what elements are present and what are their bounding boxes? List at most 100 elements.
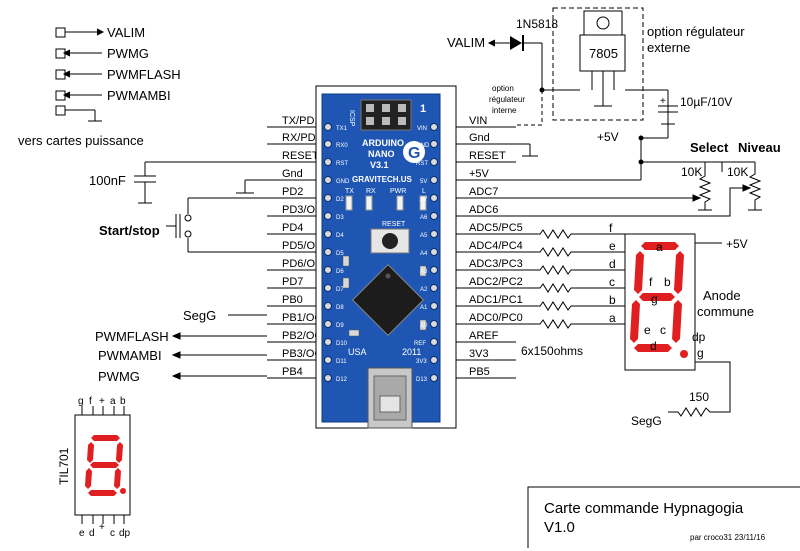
segg-right-label: SegG [631, 414, 662, 428]
led-label: L [422, 188, 426, 195]
start-stop-label: Start/stop [99, 223, 160, 238]
internal-regulator-line1: option [492, 84, 514, 93]
svg-text:D8: D8 [336, 305, 344, 311]
svg-text:D6: D6 [336, 269, 344, 275]
svg-text:A0: A0 [420, 323, 428, 329]
inner-seg-d: d [650, 339, 657, 353]
pin-label-left: PB4 [282, 366, 303, 378]
resistors-label: 6x150ohms [521, 344, 583, 358]
svg-text:A3: A3 [420, 269, 428, 275]
pin-pads [324, 123, 438, 382]
power-wiring [487, 39, 756, 181]
svg-text:D3: D3 [336, 215, 344, 221]
seven-segment-display: a f b g e c d dp g [624, 233, 706, 371]
diode-label: 1N5818 [516, 17, 558, 31]
capacitor-label: 10µF/10V [680, 95, 732, 109]
til-top-pin: g [78, 396, 84, 407]
svg-text:D13: D13 [416, 377, 428, 383]
svg-text:5V: 5V [420, 179, 427, 185]
segment-letter: b [609, 293, 616, 307]
dp-label: dp [692, 330, 706, 344]
icsp-pin1-label: 1 [420, 103, 426, 115]
board-footer-right: 2011 [402, 347, 421, 357]
left-pin-wires [267, 126, 322, 379]
pin-label-right: 3V3 [469, 348, 489, 360]
connector-pwmambi [55, 90, 66, 101]
board-line1: ARDUINO [362, 138, 404, 148]
display-5v-label: +5V [726, 237, 748, 251]
pin-label-right: ADC1/PC1 [469, 294, 523, 306]
svg-text:D10: D10 [336, 341, 348, 347]
capacitor-plus: + [660, 96, 666, 107]
til-bottom-pin: c [110, 528, 115, 539]
svg-text:A7: A7 [420, 197, 428, 203]
resistor-150-label: 150 [689, 390, 709, 404]
inner-seg-b: b [664, 275, 671, 289]
title-block-title: Carte commande Hypnagogia [544, 500, 744, 517]
pin-label-right: ADC4/PC4 [469, 240, 523, 252]
til-bottom-pin: d [89, 528, 95, 539]
pin-label-left: RESET [282, 150, 319, 162]
atmega-chip [351, 263, 425, 337]
capacitor-100nf-label: 100nF [89, 173, 126, 188]
board-line3: V3.1 [370, 160, 389, 170]
inner-seg-g: g [651, 292, 658, 306]
til701-label: TIL701 [57, 447, 71, 485]
svg-text:RST: RST [336, 161, 348, 167]
external-regulator-box [552, 7, 644, 121]
svg-text:GND: GND [336, 179, 350, 185]
diode-1n5818 [510, 35, 524, 51]
pin-label-left: PD4 [282, 222, 303, 234]
svg-text:3V3: 3V3 [416, 359, 427, 365]
pin-label-left: TX/PD1 [282, 115, 321, 127]
pin-label-right: ADC0/PC0 [469, 312, 523, 324]
svg-text:RX0: RX0 [336, 143, 348, 149]
led-label: PWR [390, 188, 406, 195]
out-pwmg-label: PWMG [98, 369, 140, 384]
pot-niveau-label: Niveau [738, 140, 781, 155]
svg-text:D4: D4 [336, 233, 344, 239]
svg-text:D12: D12 [336, 377, 348, 383]
pin-label-right: RESET [469, 150, 506, 162]
display-wiring [668, 242, 731, 417]
reset-capacitor-wiring [134, 161, 267, 204]
board-vendor: GRAVITECH.US [352, 175, 413, 184]
title-block [527, 486, 800, 548]
board-footer-left: USA [348, 347, 367, 357]
power-valim-label: VALIM [447, 35, 485, 50]
regulator-label: 7805 [589, 46, 618, 61]
left-output-wiring [171, 314, 267, 380]
anode-line2: commune [697, 304, 754, 319]
til701-display [74, 406, 131, 524]
til-top-pin: + [99, 396, 105, 407]
svg-text:REF: REF [414, 341, 426, 347]
pin-label-right: VIN [469, 115, 487, 127]
svg-text:D11: D11 [336, 359, 347, 365]
svg-text:D7: D7 [336, 287, 344, 293]
pin-label-right: Gnd [469, 132, 490, 144]
pin-label-right: ADC2/PC2 [469, 276, 523, 288]
pot-select-label: Select [690, 140, 729, 155]
reset-button-cap [382, 233, 398, 249]
pot-niveau-value: 10K [727, 165, 748, 179]
til-top-pin: f [89, 396, 92, 407]
segment-letter: e [609, 239, 616, 253]
label-pwmflash: PWMFLASH [107, 67, 181, 82]
svg-text:A6: A6 [420, 215, 428, 221]
connector-valim [55, 27, 66, 38]
inner-seg-e: e [644, 323, 651, 337]
svg-text:GND: GND [416, 143, 430, 149]
option-regulator-line1: option régulateur [647, 24, 745, 39]
board-line2: NANO [368, 149, 395, 159]
internal-regulator-link [516, 90, 543, 126]
reset-label: RESET [382, 221, 406, 228]
til701-segments [85, 435, 126, 496]
til-bottom-pin: + [99, 522, 105, 533]
option-regulator-line2: externe [647, 40, 690, 55]
inner-seg-c: c [660, 323, 666, 337]
icsp-label: ICSP [348, 110, 355, 127]
pin-label-right: ADC6 [469, 204, 498, 216]
led-label: TX [345, 188, 354, 195]
arduino-nano-board: ICSP 1 G ARDUINO NANO V3.1 GRAVITECH.US … [315, 85, 457, 429]
